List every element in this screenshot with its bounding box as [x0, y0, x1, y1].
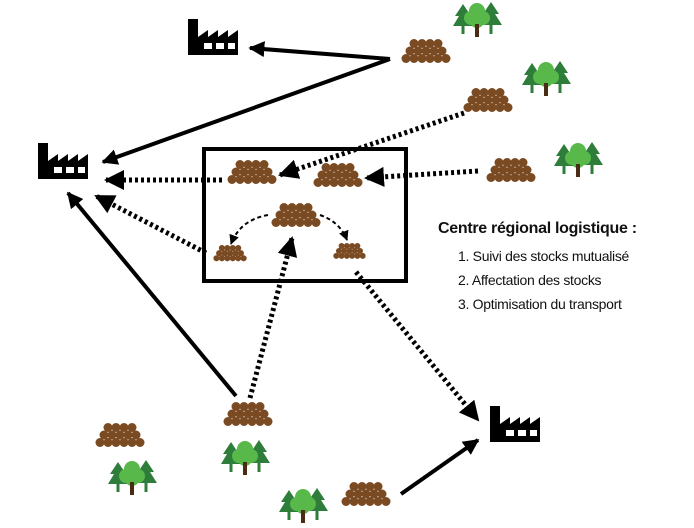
legend-item: 2. Affectation des stocks — [458, 272, 602, 288]
factory-icon — [188, 19, 238, 55]
tree-cluster-icon — [554, 142, 603, 177]
arrow-dotted — [354, 270, 480, 422]
tree-cluster-icon — [221, 440, 270, 475]
tree-cluster-icon — [453, 2, 502, 37]
log-pile-icon — [213, 245, 247, 262]
arrow-solid — [66, 191, 238, 398]
logistics-centre-box — [202, 147, 408, 283]
arrow-dotted — [94, 193, 208, 256]
log-pile-icon — [313, 163, 363, 187]
factory-icon — [38, 143, 88, 179]
arrow-solid — [399, 438, 480, 496]
arrow-dashed — [319, 214, 349, 241]
legend-list: 1. Suivi des stocks mutualisé 2. Affecta… — [438, 244, 692, 316]
tree-cluster-icon — [522, 61, 571, 96]
log-pile-icon — [333, 243, 366, 259]
log-pile-icon — [463, 88, 513, 112]
tree-cluster-icon — [279, 488, 328, 523]
arrow-dashed — [229, 214, 269, 245]
legend-item: 1. Suivi des stocks mutualisé — [458, 248, 630, 264]
log-pile-icon — [401, 39, 451, 63]
arrow-solid — [101, 57, 391, 165]
legend-item: 3. Optimisation du transport — [458, 296, 622, 312]
log-pile-icon — [486, 158, 536, 182]
internal-allocation-arrows — [229, 214, 349, 245]
legend: Centre régional logistique : 1. Suivi de… — [438, 220, 692, 316]
arrow-dotted — [278, 110, 465, 179]
arrow-solid — [248, 41, 391, 61]
solid-flow-arrows — [66, 41, 480, 496]
log-pile-icon — [95, 423, 145, 447]
log-pile-icon — [223, 402, 273, 426]
log-pile-icon — [341, 482, 391, 506]
log-pile-icon — [227, 160, 277, 184]
factory-icon — [490, 406, 540, 442]
dotted-flow-arrows — [94, 110, 480, 422]
log-pile-icon — [271, 203, 321, 227]
tree-cluster-icon — [108, 460, 157, 495]
arrow-dotted — [364, 166, 479, 187]
legend-title: Centre régional logistique : — [438, 220, 637, 237]
arrow-dotted — [247, 236, 298, 399]
